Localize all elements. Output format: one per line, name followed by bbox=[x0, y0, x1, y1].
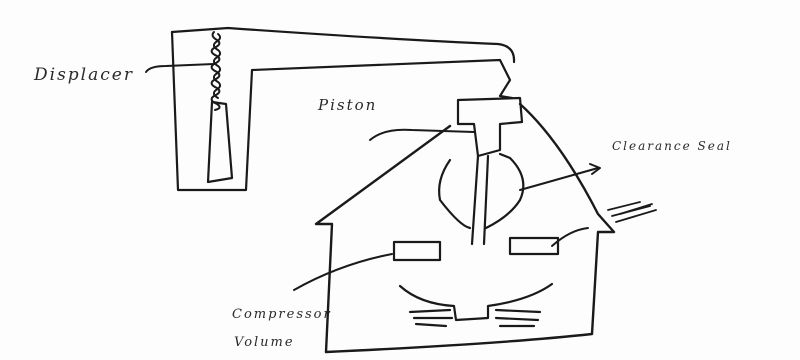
compressor-leader bbox=[294, 254, 392, 290]
clearance-seal-leader bbox=[520, 168, 598, 190]
piston-assembly bbox=[439, 98, 523, 244]
displacer-spring bbox=[212, 32, 220, 110]
displacer-leader bbox=[146, 64, 214, 72]
compressor-cylinder bbox=[400, 284, 552, 326]
piston-label: Piston bbox=[317, 96, 377, 114]
house-shaped-compressor bbox=[316, 104, 614, 352]
piston-leader bbox=[370, 130, 474, 140]
volume-label: Volume bbox=[234, 335, 295, 350]
compressor-ports bbox=[394, 238, 558, 260]
chimney-smoke bbox=[608, 202, 656, 222]
compressor-label: Compressor bbox=[232, 307, 332, 322]
displacer-label: Displacer bbox=[33, 65, 134, 85]
clearance-seal-label: Clearance Seal bbox=[612, 139, 732, 153]
